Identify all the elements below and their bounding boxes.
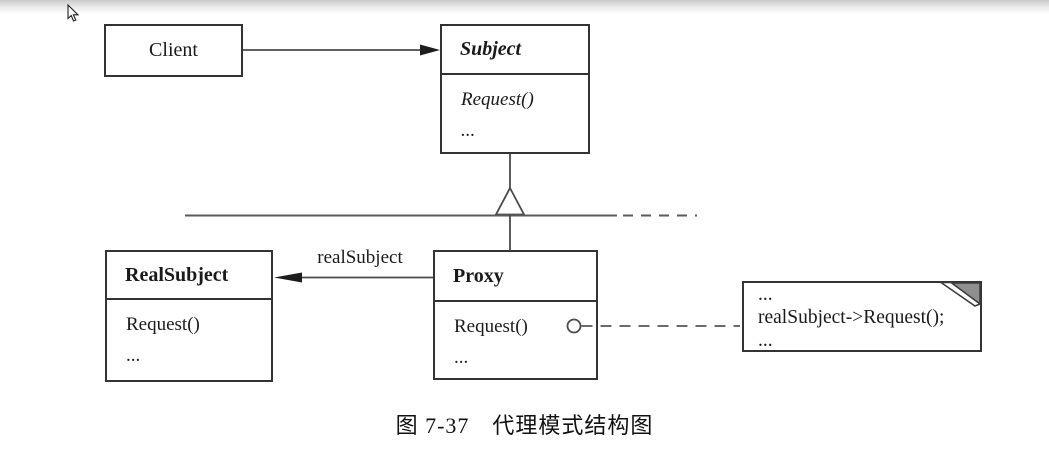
- proxy-class-box: Proxy Request() ...: [433, 250, 598, 380]
- realsubject-method-request: Request(): [126, 314, 200, 335]
- client-subject-arrowhead-icon: [420, 44, 440, 56]
- inheritance-triangle-icon: [494, 186, 526, 216]
- subject-class-methods: Request() ...: [442, 75, 588, 146]
- association-label-realsubject: realSubject: [317, 247, 403, 268]
- note-line-2: realSubject->Request();: [758, 307, 945, 328]
- client-class-name: Client: [149, 39, 198, 61]
- realsubject-class-methods: Request() ...: [107, 300, 271, 371]
- figure-caption: 图 7-37 代理模式结构图: [395, 413, 654, 438]
- uml-note-box: ... realSubject->Request(); ...: [742, 281, 982, 352]
- note-line-3: ...: [758, 330, 773, 351]
- note-line-1: ...: [758, 284, 773, 305]
- proxy-realsubject-arrowhead-icon: [274, 272, 302, 283]
- subject-class-name: Subject: [442, 26, 588, 75]
- top-gradient-band: [0, 0, 1049, 14]
- realsubject-class-box: RealSubject Request() ...: [105, 250, 273, 382]
- proxy-method-request: Request(): [454, 316, 528, 337]
- mouse-cursor-icon: [67, 4, 80, 22]
- subject-method-ellipsis: ...: [461, 120, 476, 141]
- realsubject-method-ellipsis: ...: [126, 345, 141, 366]
- subject-class-box: Subject Request() ...: [440, 24, 590, 154]
- proxy-class-name: Proxy: [435, 252, 596, 302]
- proxy-class-methods: Request() ...: [435, 302, 596, 373]
- client-class-box: Client: [104, 24, 243, 77]
- subject-method-request: Request(): [461, 89, 534, 110]
- realsubject-class-name: RealSubject: [107, 252, 271, 300]
- proxy-method-ellipsis: ...: [454, 347, 469, 368]
